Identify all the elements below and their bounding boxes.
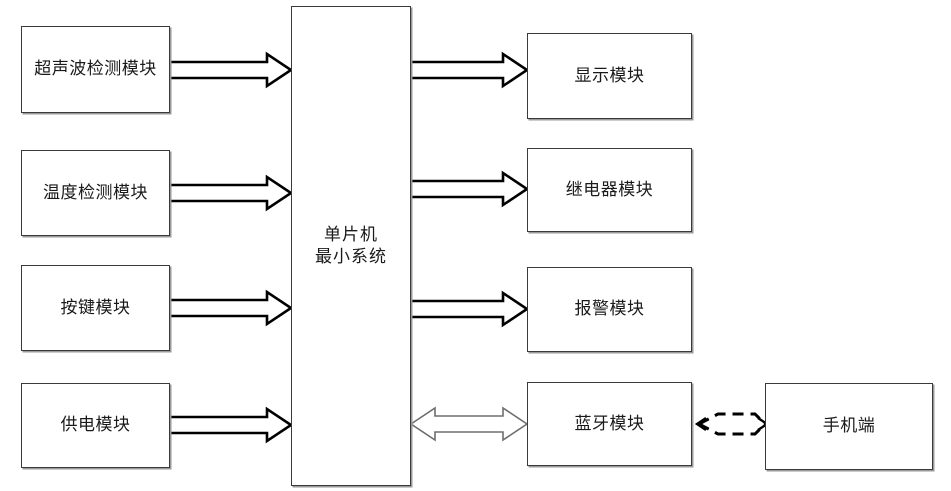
- connector-mcu-to-bluetooth: [409, 406, 529, 442]
- block-relay-module[interactable]: 继电器模块: [527, 148, 692, 232]
- block-label-phone: 手机端: [822, 416, 876, 436]
- block-label-bluetooth: 蓝牙模块: [574, 413, 645, 433]
- block-mcu-minimum-system[interactable]: 单片机 最小系统: [291, 6, 411, 486]
- block-label-mcu: 单片机 最小系统: [315, 224, 387, 266]
- block-label-temperature: 温度检测模块: [43, 182, 148, 202]
- connector-temperature-to-mcu: [168, 174, 294, 212]
- block-power-module[interactable]: 供电模块: [21, 383, 170, 468]
- block-label-alarm: 报警模块: [574, 299, 645, 319]
- block-alarm-module[interactable]: 报警模块: [527, 267, 692, 352]
- block-phone-terminal[interactable]: 手机端: [765, 383, 933, 470]
- connector-mcu-to-relay: [409, 170, 530, 208]
- block-keypad-module[interactable]: 按键模块: [21, 265, 170, 351]
- connector-ultrasonic-to-mcu: [168, 51, 294, 89]
- block-ultrasonic-module[interactable]: 超声波检测模块: [21, 26, 170, 113]
- block-label-power: 供电模块: [60, 415, 131, 435]
- connector-mcu-to-display: [409, 51, 530, 89]
- block-label-ultrasonic: 超声波检测模块: [34, 59, 157, 79]
- connector-keypad-to-mcu: [168, 289, 294, 327]
- block-temperature-module[interactable]: 温度检测模块: [21, 150, 170, 236]
- block-display-module[interactable]: 显示模块: [527, 33, 692, 119]
- connector-power-to-mcu: [168, 406, 294, 444]
- block-label-relay: 继电器模块: [565, 179, 654, 199]
- connector-mcu-to-alarm: [409, 290, 530, 328]
- block-label-keypad: 按键模块: [60, 297, 131, 317]
- block-label-display: 显示模块: [574, 65, 645, 85]
- block-bluetooth-module[interactable]: 蓝牙模块: [527, 382, 692, 466]
- connector-bluetooth-to-phone: [694, 412, 770, 436]
